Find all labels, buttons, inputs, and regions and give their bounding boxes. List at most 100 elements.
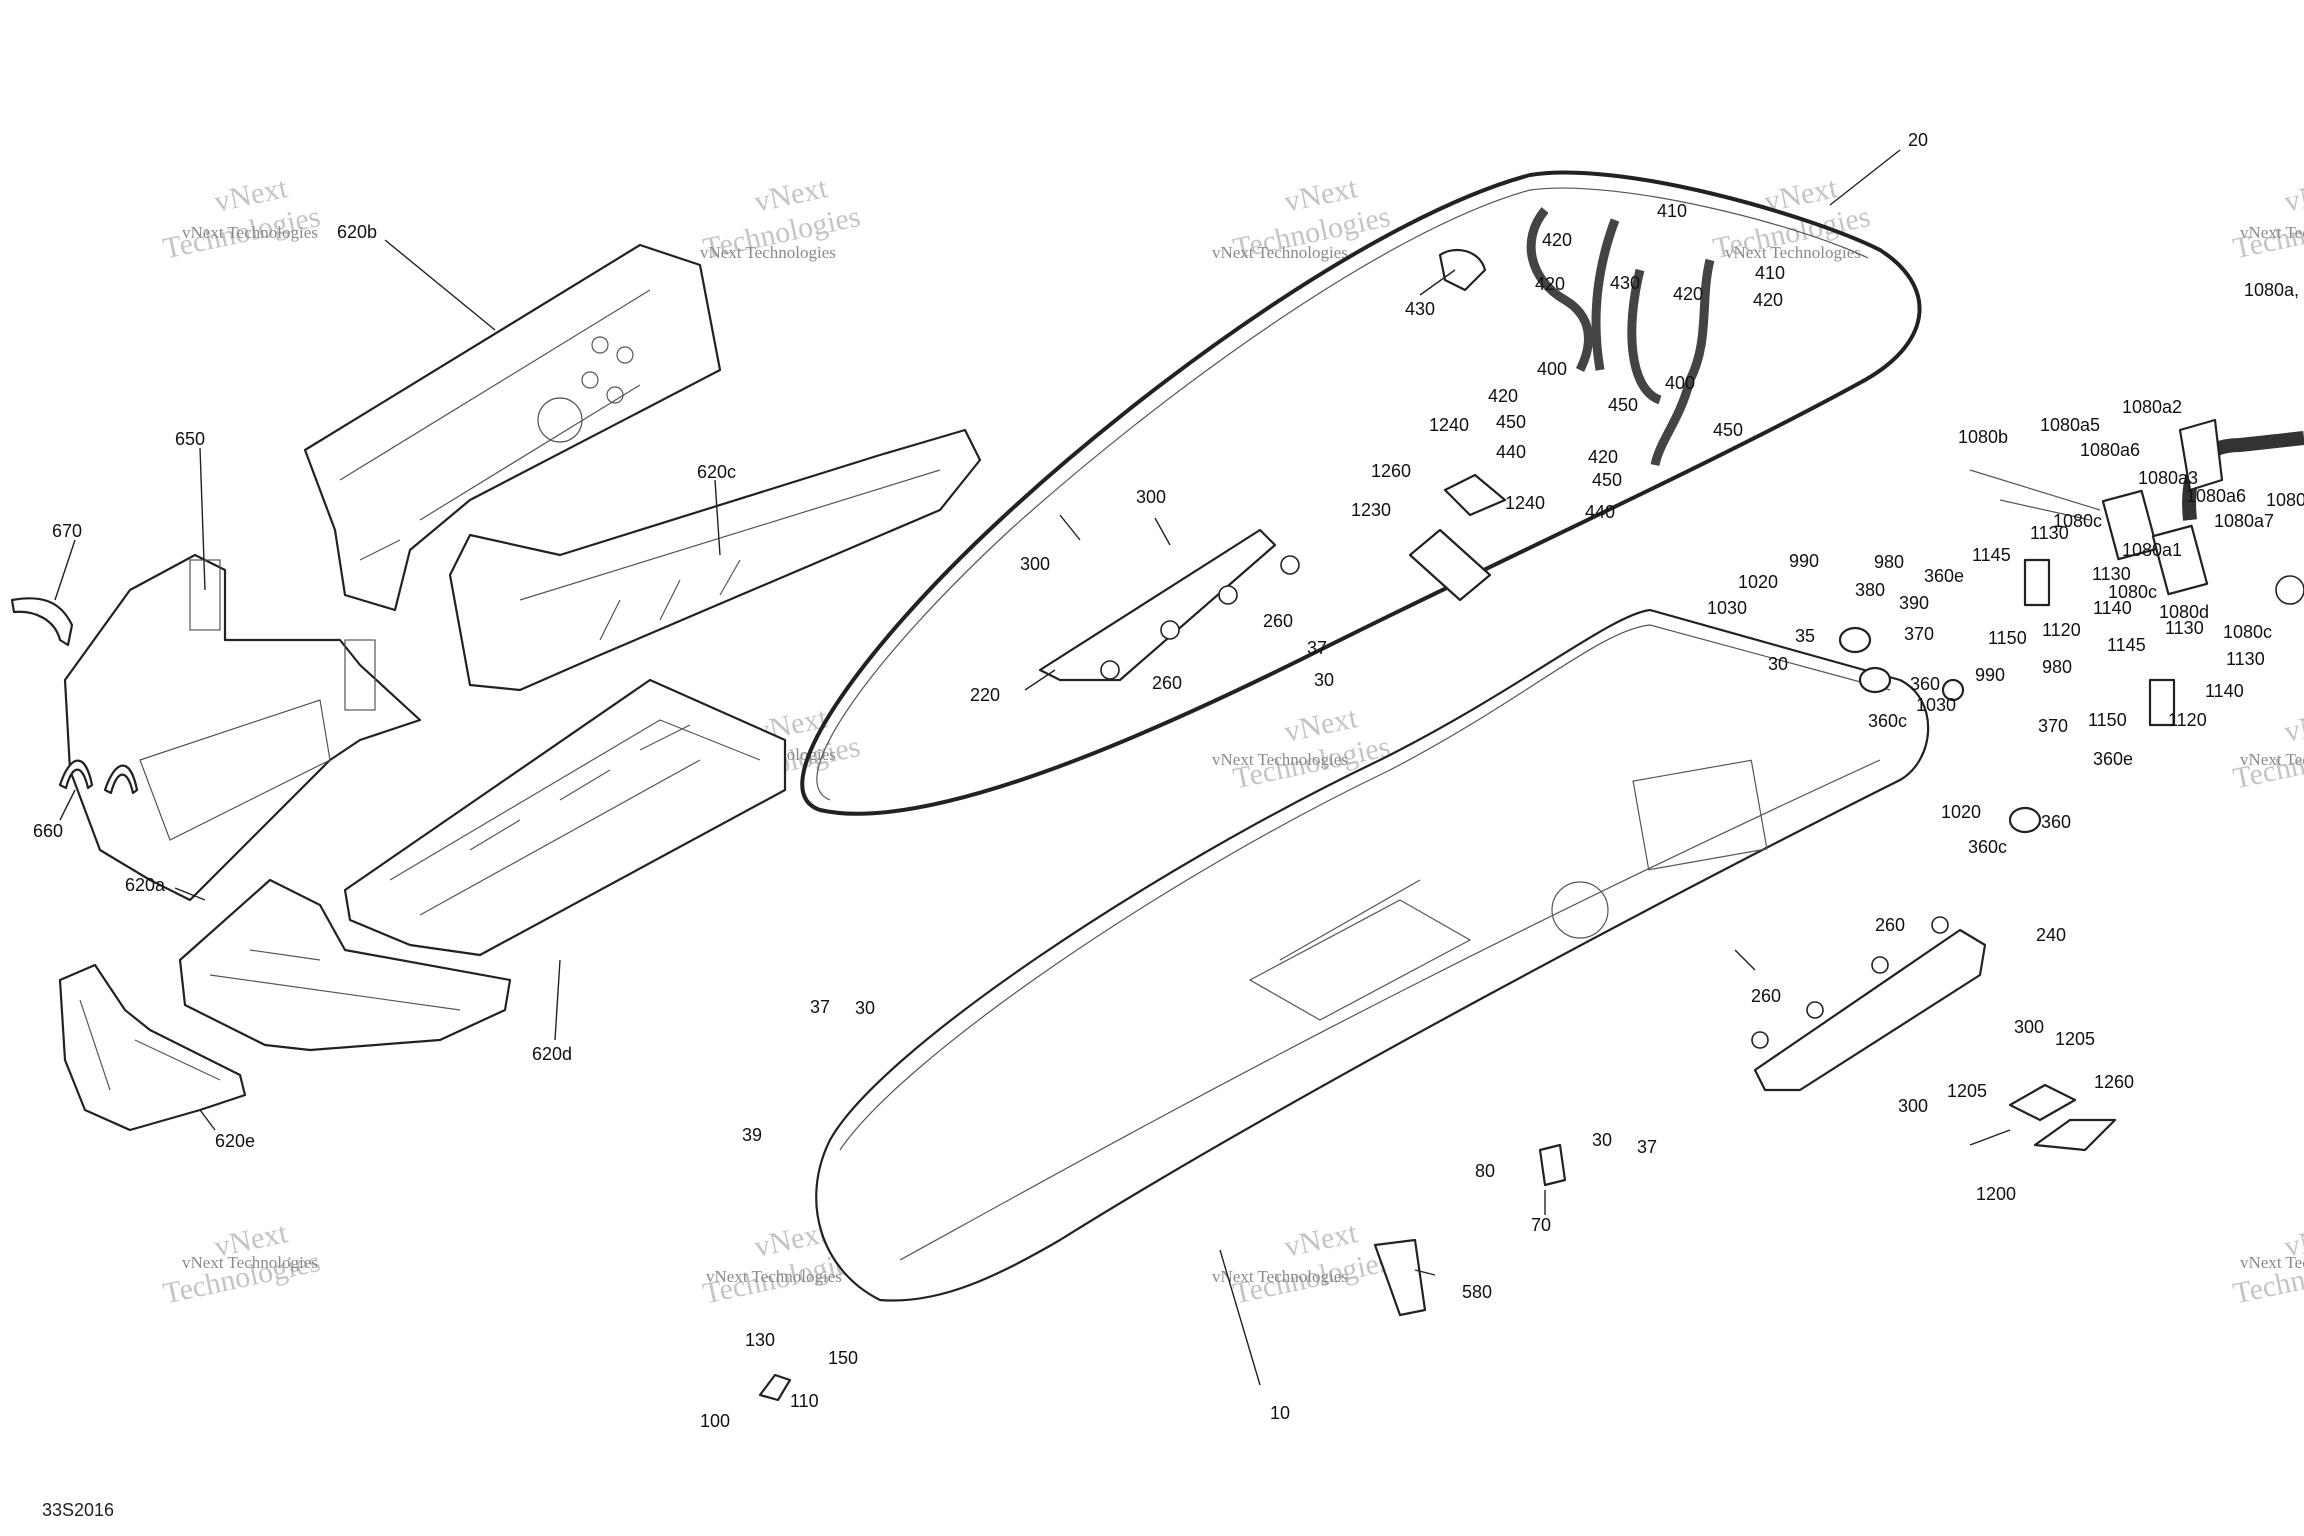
part-620c-drawing <box>448 428 982 692</box>
part-100-drawing <box>758 1373 792 1402</box>
callout-450: 450 <box>1608 395 1638 415</box>
callout-260: 260 <box>1263 611 1293 631</box>
callout-620b: 620b <box>337 222 377 242</box>
svg-text:vNext: vNext <box>2282 701 2304 749</box>
callout-1130: 1130 <box>2226 649 2265 669</box>
watermark: vNext Technologies <box>1230 1216 1393 1310</box>
watermark-label: vNext Technologies <box>1212 750 1348 769</box>
part-380-drawing <box>1838 626 2042 834</box>
watermark-label: vNext Technologies <box>1212 243 1348 262</box>
callout-580: 580 <box>1462 1282 1492 1302</box>
callout-360: 360 <box>2041 812 2071 832</box>
part-400-drawing <box>1438 207 1715 467</box>
part-670-drawing <box>10 597 74 647</box>
callout-1120: 1120 <box>2042 620 2081 640</box>
part-620a-drawing <box>178 878 512 1052</box>
callout-130: 130 <box>745 1330 775 1350</box>
diagram-reference-code: 33S2016 <box>42 1500 114 1520</box>
callout-430: 430 <box>1610 273 1640 293</box>
part-240-drawing <box>1751 916 1987 1092</box>
callout-370: 370 <box>1904 624 1934 644</box>
callout-1150: 1150 <box>2088 710 2127 730</box>
callout-1080a6: 1080a6 <box>2186 486 2246 506</box>
callout-1200: 1200 <box>1976 1184 2016 1204</box>
callout-1020: 1020 <box>1941 802 1981 822</box>
callout-420: 420 <box>1673 284 1703 304</box>
callout-420: 420 <box>1588 447 1618 467</box>
callout-620d: 620d <box>532 1044 572 1064</box>
callout-400: 400 <box>1537 359 1567 379</box>
callout-80: 80 <box>1475 1161 1495 1181</box>
callout-300: 300 <box>1898 1096 1928 1116</box>
part-1080-drawing <box>1969 418 2304 605</box>
callout-450: 450 <box>1496 412 1526 432</box>
callout-220: 220 <box>970 685 1000 705</box>
callout-360c: 360c <box>1868 711 1907 731</box>
callout-390: 390 <box>1899 593 1929 613</box>
watermark-label: vNext Technologies <box>1212 1267 1348 1286</box>
callout-37: 37 <box>810 997 830 1017</box>
watermark-label: vNext Technologies <box>700 243 836 262</box>
callout-1080a: 1080a, <box>2244 280 2299 300</box>
callout-35: 35 <box>1795 626 1815 646</box>
callout-1080a3: 1080a3 <box>2138 468 2198 488</box>
watermark-label: vNext Technologies <box>2240 223 2304 242</box>
callout-20: 20 <box>1908 130 1928 150</box>
callout-360e: 360e <box>1924 566 1964 586</box>
callout-1130: 1130 <box>2165 618 2204 638</box>
callout-1240: 1240 <box>1505 493 1545 513</box>
callout-37: 37 <box>1307 638 1327 658</box>
callout-1140: 1140 <box>2205 681 2244 701</box>
callout-1080b: 1080b <box>1958 427 2008 447</box>
callout-1080c: 1080c <box>2223 622 2272 642</box>
leader-lines <box>54 149 2011 1386</box>
watermark-label: vNext Technologies <box>182 1253 318 1272</box>
callout-240: 240 <box>2036 925 2066 945</box>
callout-1130: 1130 <box>2030 523 2069 543</box>
part-10-drawing <box>815 608 1930 1302</box>
watermark-label: vNext Technologies <box>182 223 318 242</box>
callout-430: 430 <box>1405 299 1435 319</box>
part-220-drawing <box>1038 528 1300 682</box>
callout-1150: 1150 <box>1988 628 2027 648</box>
callout-450: 450 <box>1592 470 1622 490</box>
part-1230-drawing <box>1408 473 1507 602</box>
callout-990: 990 <box>1789 551 1819 571</box>
callout-1080a1: 1080a1 <box>2122 540 2182 560</box>
callout-1130: 1130 <box>2092 564 2131 584</box>
callout-420: 420 <box>1753 290 1783 310</box>
callout-420: 420 <box>1488 386 1518 406</box>
callout-1205: 1205 <box>1947 1081 1987 1101</box>
callout-1080a2: 1080a2 <box>2122 397 2182 417</box>
callout-1260: 1260 <box>1371 461 1411 481</box>
callout-620c: 620c <box>697 462 736 482</box>
part-20-drawing <box>800 170 1922 816</box>
callout-410: 410 <box>1657 201 1687 221</box>
callout-1080a6: 1080a6 <box>2080 440 2140 460</box>
part-620d-drawing <box>343 678 787 957</box>
callout-300: 300 <box>2014 1017 2044 1037</box>
watermark-label: vNext Technologies <box>706 1267 842 1286</box>
callout-100: 100 <box>700 1411 730 1431</box>
callout-37: 37 <box>1637 1137 1657 1157</box>
callout-440: 440 <box>1585 502 1615 522</box>
watermark: vNext Technologies <box>2230 171 2304 265</box>
callout-labels: 620b 650 670 660 620a 620e 620c 620d 20 … <box>33 130 2304 1431</box>
callout-39: 39 <box>742 1125 762 1145</box>
callout-30: 30 <box>1314 670 1334 690</box>
part-650-drawing <box>63 553 422 902</box>
callout-30: 30 <box>1768 654 1788 674</box>
callout-1080d: 1080d <box>2159 602 2209 622</box>
callout-360: 360 <box>1910 674 1940 694</box>
callout-650: 650 <box>175 429 205 449</box>
callout-420: 420 <box>1535 274 1565 294</box>
callout-30: 30 <box>1592 1130 1612 1150</box>
callout-620e: 620e <box>215 1131 255 1151</box>
watermark: vNext Technologies <box>160 171 323 265</box>
callout-620a: 620a <box>125 875 166 895</box>
callout-980: 980 <box>2042 657 2072 677</box>
callout-1080c: 1080c <box>2108 582 2157 602</box>
callout-670: 670 <box>52 521 82 541</box>
callout-400: 400 <box>1665 373 1695 393</box>
callout-380: 380 <box>1855 580 1885 600</box>
